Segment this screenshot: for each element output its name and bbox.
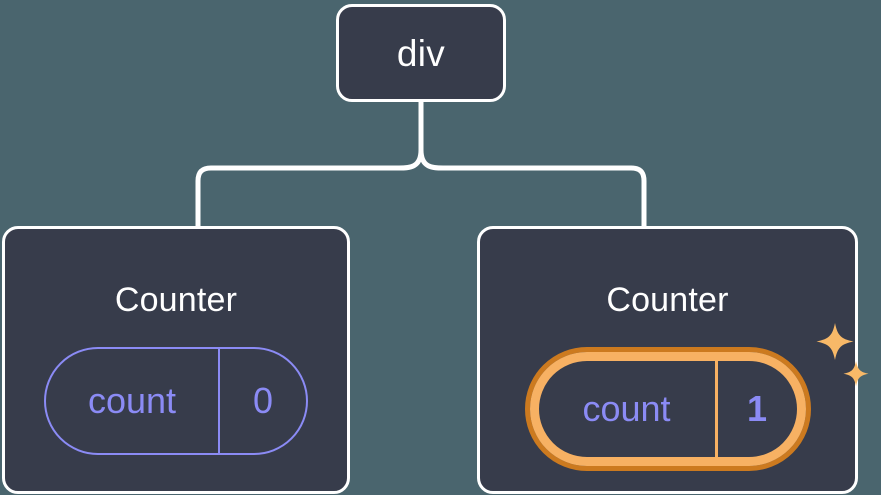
state-value: 1 — [746, 388, 768, 429]
state-value: 0 — [252, 380, 274, 421]
state-pill-wrapper-left: count 0 — [44, 347, 308, 455]
tree-node-counter-right[interactable]: Counter count 1 — [477, 226, 868, 494]
sparkle-large-icon — [816, 323, 853, 360]
tree-node-root[interactable]: div — [336, 4, 506, 102]
connector-branch-right — [418, 147, 647, 229]
component-title: Counter — [114, 281, 238, 319]
state-pill-wrapper-right: count 1 — [524, 323, 868, 471]
sparkle-small-icon — [843, 361, 868, 387]
connector-branch-left — [195, 147, 424, 229]
sparkle-icon — [816, 323, 868, 387]
state-pill-highlighted[interactable]: count 1 — [524, 347, 811, 471]
state-pill-inner: count 1 — [529, 352, 806, 466]
state-key: count — [539, 361, 718, 457]
root-node-label: div — [396, 32, 446, 74]
component-title: Counter — [606, 281, 729, 319]
state-pill[interactable]: count 0 — [44, 347, 308, 455]
tree-node-counter-left[interactable]: Counter count 0 — [2, 226, 350, 494]
state-key: count — [46, 349, 220, 453]
